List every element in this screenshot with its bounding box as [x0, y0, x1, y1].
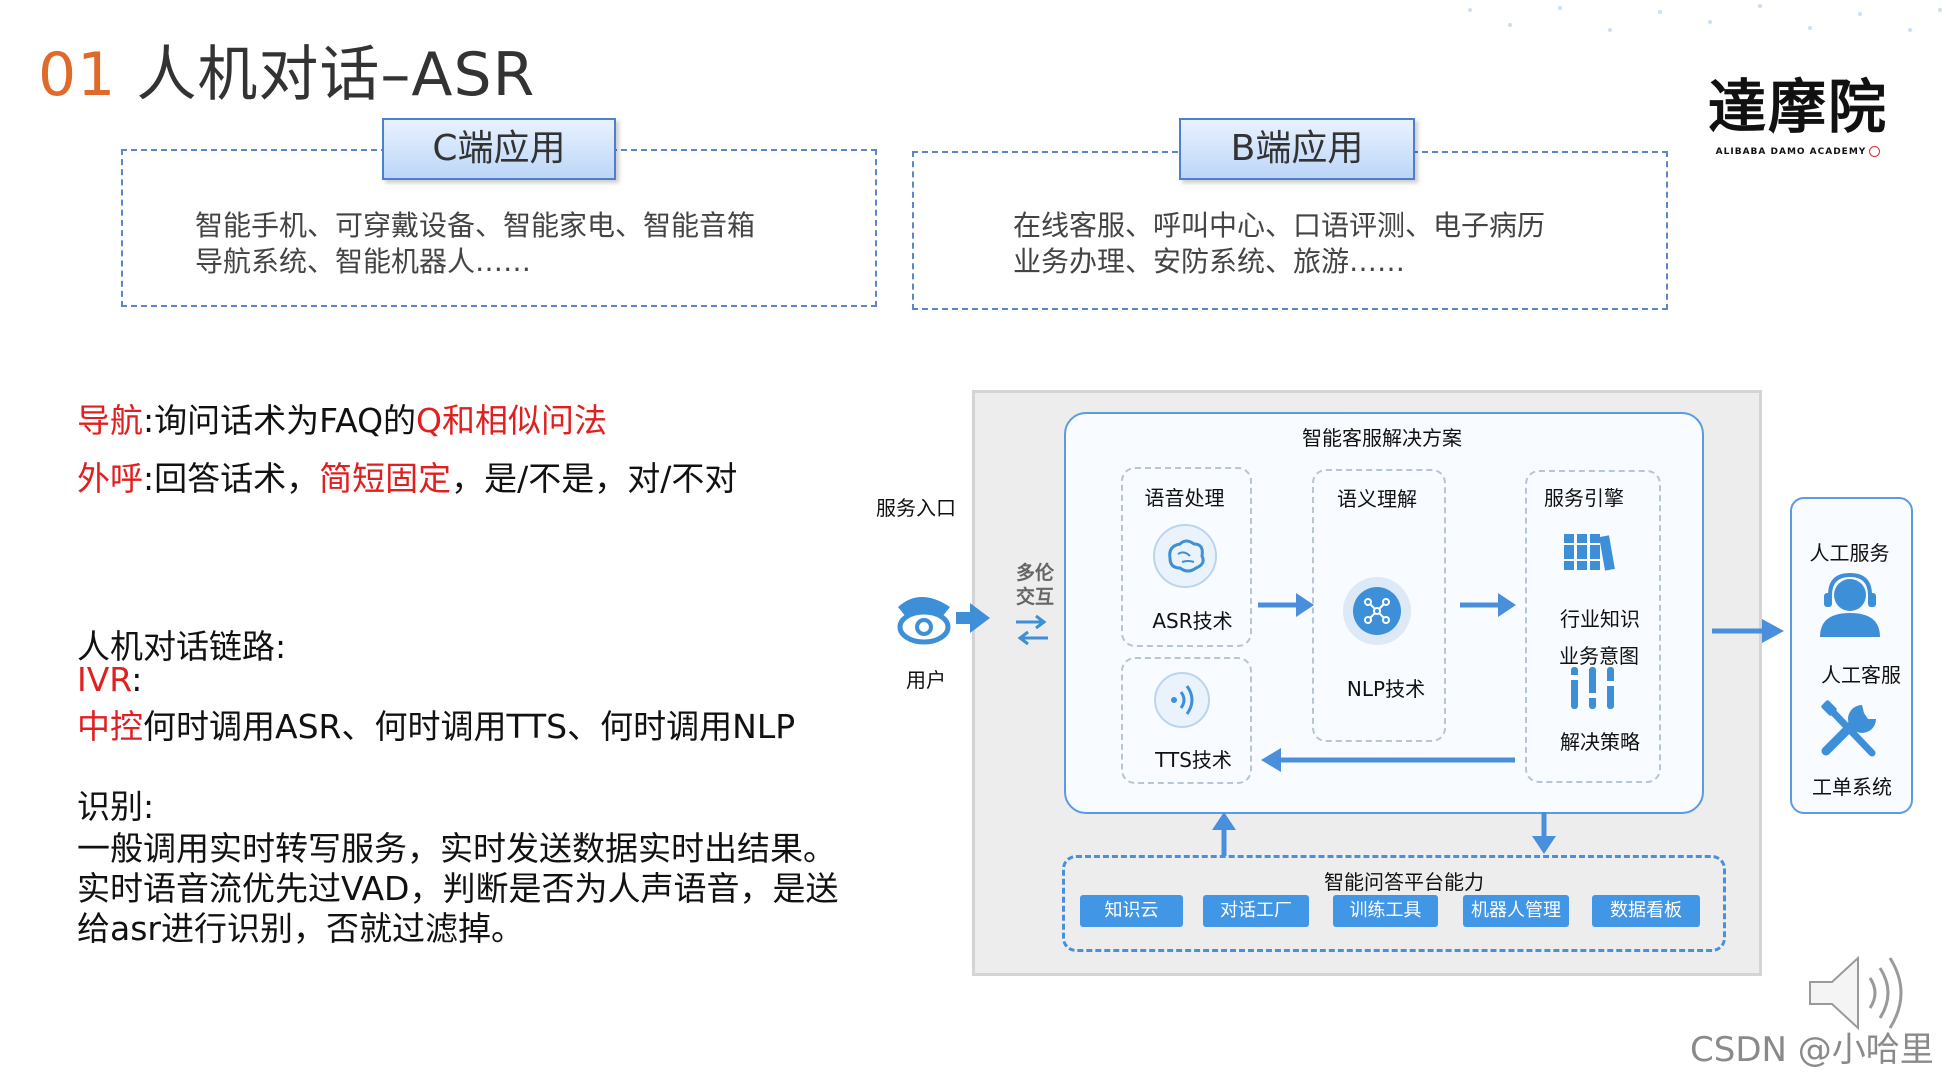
- tts-label: TTS技术: [1155, 748, 1232, 772]
- speech-title: 语音处理: [1144, 486, 1225, 510]
- sliders-icon: [1570, 667, 1615, 709]
- nlp-label: NLP技术: [1346, 677, 1426, 701]
- brain-icon: [1153, 524, 1217, 588]
- multi-turn-line2: 交互: [1016, 586, 1055, 608]
- damo-logo: 達摩院 ALIBABA DAMO ACADEMY: [1698, 60, 1898, 157]
- human-service-title: 人工服务: [1809, 541, 1890, 565]
- arrow-down-platform: [1532, 812, 1556, 854]
- speaker-icon[interactable]: [1806, 948, 1926, 1038]
- call-note: 外呼:回答话术，简短固定，是/不是，对/不对: [77, 459, 738, 498]
- platform-box: [1062, 855, 1726, 952]
- sound-wave-icon: [1154, 672, 1210, 728]
- slide-title-text: 人机对话–ASR: [136, 40, 536, 110]
- recog-line1: 一般调用实时转写服务，实时发送数据实时出结果。: [77, 829, 836, 868]
- network-icon: [1343, 577, 1411, 645]
- seal-icon: [1869, 146, 1881, 157]
- entry-label: 服务入口: [876, 496, 956, 520]
- c-app-tab: C端应用: [382, 118, 616, 180]
- arrow-up-platform: [1212, 812, 1236, 856]
- b-app-line1: 在线客服、呼叫中心、口语评测、电子病历: [1013, 209, 1546, 242]
- c-app-line1: 智能手机、可穿戴设备、智能家电、智能音箱: [195, 209, 756, 242]
- recog-title: 识别:: [77, 787, 155, 826]
- arrow-nlp-to-engine: [1460, 593, 1516, 617]
- recog-line3: 给asr进行识别，否就过滤掉。: [77, 909, 524, 948]
- control-line: 中控何时调用ASR、何时调用TTS、何时调用NLP: [77, 707, 796, 746]
- bidirectional-arrow-icon: [1016, 614, 1048, 646]
- decorative-dots: [1468, 4, 1942, 32]
- semantic-title: 语义理解: [1337, 487, 1417, 511]
- ivr-line: IVR:: [77, 660, 143, 699]
- arrow-engine-to-tts: [1261, 748, 1515, 772]
- panel-title: 智能客服解决方案: [1302, 426, 1462, 450]
- b-app-tab: B端应用: [1179, 118, 1415, 180]
- chain-title: 人机对话链路:: [77, 627, 287, 666]
- user-label: 用户: [906, 668, 946, 692]
- recog-line2: 实时语音流优先过VAD，判断是否为人声语音，是送: [77, 869, 839, 908]
- arrow-to-human: [1712, 619, 1784, 643]
- platform-title: 智能问答平台能力: [1324, 870, 1484, 894]
- slide-number: 01: [38, 40, 117, 110]
- nav-note: 导航:询问话术为FAQ的Q和相似问法: [77, 401, 608, 440]
- business-intent-label: 业务意图: [1559, 644, 1639, 668]
- chip-dialog-factory: 对话工厂: [1203, 895, 1309, 927]
- tools-icon: [1821, 700, 1876, 757]
- strategy-label: 解决策略: [1560, 730, 1640, 754]
- human-agent-label: 人工客服: [1821, 663, 1901, 687]
- chip-robot-management: 机器人管理: [1463, 895, 1569, 927]
- engine-box: [1525, 470, 1661, 783]
- logo-text-cn: 達摩院: [1707, 73, 1888, 141]
- chip-data-dashboard: 数据看板: [1592, 895, 1700, 927]
- c-app-line2: 导航系统、智能机器人……: [195, 245, 532, 278]
- chip-knowledge-cloud: 知识云: [1080, 895, 1183, 927]
- watermark: CSDN @小哈里: [1690, 1030, 1934, 1070]
- industry-knowledge-label: 行业知识: [1560, 607, 1640, 631]
- multi-turn-line1: 多伦: [1016, 562, 1055, 584]
- book-icon: [1564, 534, 1615, 571]
- arrow-asr-to-nlp: [1258, 593, 1314, 617]
- human-service-box: [1790, 497, 1913, 814]
- ticket-system-label: 工单系统: [1812, 775, 1892, 799]
- engine-title: 服务引擎: [1544, 486, 1624, 510]
- phone-icon: [897, 597, 990, 645]
- asr-label: ASR技术: [1152, 609, 1233, 633]
- chip-training-tools: 训练工具: [1333, 895, 1438, 927]
- logo-text-en: ALIBABA DAMO ACADEMY: [1715, 147, 1867, 157]
- b-app-line2: 业务办理、安防系统、旅游……: [1013, 245, 1406, 278]
- slide-title: 01 人机对话–ASR: [38, 26, 535, 113]
- agent-icon: [1820, 573, 1880, 637]
